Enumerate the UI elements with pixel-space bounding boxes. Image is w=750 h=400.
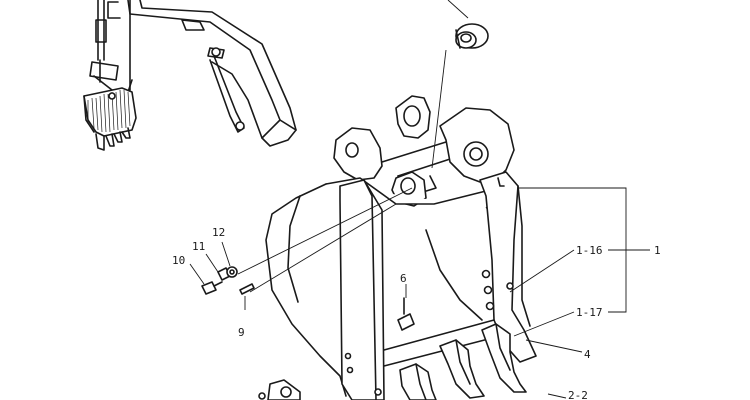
callout-9: 9 (238, 326, 245, 339)
callout-labels: 1 1-16 1-17 4 6 9 10 11 12 2-2 (172, 226, 661, 400)
callout-1-16: 1-16 (576, 244, 603, 257)
callout-1-17: 1-17 (576, 306, 603, 319)
callout-4: 4 (584, 348, 591, 361)
callout-2-2: 2-2 (568, 389, 588, 400)
callout-10: 10 (172, 254, 185, 267)
bucket-body (265, 95, 537, 400)
callout-6: 6 (400, 272, 407, 285)
bucket-teeth (258, 323, 527, 400)
pin-centerline (431, 49, 447, 169)
callout-1: 1 (654, 244, 661, 257)
callout-11: 11 (192, 240, 205, 253)
callout-leaders (189, 187, 650, 399)
hardware-parts (201, 187, 415, 331)
callout-12: 12 (212, 226, 225, 239)
excavator-arm-inset (83, 0, 297, 151)
top-bushing (447, 0, 489, 49)
